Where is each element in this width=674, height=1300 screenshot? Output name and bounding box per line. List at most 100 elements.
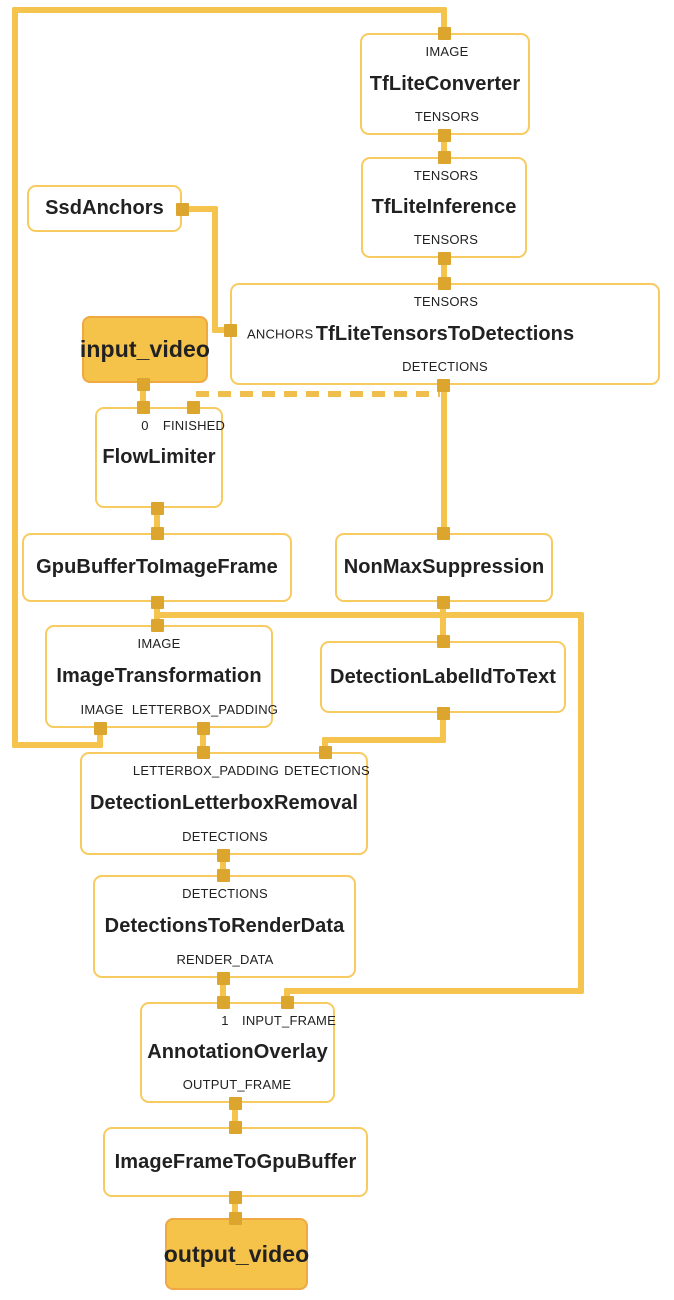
edge-segment-detections-to-flow-limiter-finished xyxy=(196,391,440,397)
port-square xyxy=(437,707,450,720)
port-square xyxy=(137,378,150,391)
node-title: output_video xyxy=(163,1240,310,1267)
port-square xyxy=(187,401,200,414)
edge-segment-image-transformation-to-tflite-converter-loop xyxy=(12,742,103,748)
node-title: TfLiteConverter xyxy=(369,72,521,95)
output-port-label: IMAGE xyxy=(80,702,124,717)
input-port-label: IMAGE xyxy=(137,636,181,651)
port-square xyxy=(151,596,164,609)
edge-segment-label-id-to-text-to-letterbox-removal xyxy=(322,737,446,743)
edge-segment-label-id-to-text-to-letterbox-removal xyxy=(440,713,446,743)
edge-segment-ssd-anchors-to-anchors xyxy=(212,327,232,333)
edge-segment-flow-limiter-to-gpu-buffer xyxy=(154,508,160,535)
port-square xyxy=(437,635,450,648)
port-square xyxy=(151,527,164,540)
port-square xyxy=(438,129,451,142)
port-square xyxy=(224,324,237,337)
input-port-label: TENSORS xyxy=(413,168,479,183)
node-title: ImageTransformation xyxy=(56,665,262,687)
input-port-label: TENSORS xyxy=(413,294,479,309)
edge-segment-non-max-suppression-to-label-id-to-text xyxy=(440,602,446,643)
node-title: DetectionLabelIdToText xyxy=(330,665,556,688)
edge-segment-detections-to-non-max-suppression xyxy=(441,385,447,535)
port-square xyxy=(438,277,451,290)
port-square xyxy=(437,379,450,392)
node-annotation-overlay[interactable]: AnnotationOverlay 1 INPUT_FRAME OUTPUT_FRAM… xyxy=(140,1002,336,1103)
edge-segment-image-transformation-to-tflite-converter-loop xyxy=(12,7,447,13)
edge-segment-gpu-buffer-to-image-transformation-and-annotation-overlay xyxy=(578,612,584,994)
node-title: TfLiteTensorsToDetections xyxy=(315,322,575,345)
edge-segment-image-transformation-to-tflite-converter-loop xyxy=(97,728,103,748)
port-square xyxy=(197,722,210,735)
input-port-label: 1 xyxy=(221,1013,229,1028)
port-square xyxy=(94,722,107,735)
output-port-label: TENSORS xyxy=(413,232,479,247)
port-square xyxy=(151,502,164,515)
input-port-label: INPUT_FRAME xyxy=(242,1013,336,1028)
node-title: AnnotationOverlay xyxy=(147,1041,328,1063)
node-detections-to-render-data[interactable]: DetectionsToRenderData DETECTIONS RENDER_D… xyxy=(93,875,356,978)
node-non-max-suppression[interactable]: NonMaxSuppression xyxy=(335,533,553,602)
edge-segment-gpu-buffer-to-image-transformation-and-annotation-overlay xyxy=(284,988,581,994)
edge-segment-ssd-anchors-to-anchors xyxy=(182,206,218,212)
node-title: GpuBufferToImageFrame xyxy=(36,556,278,578)
edge-segment-image-frame-to-gpu-buffer-to-output-video xyxy=(232,1197,238,1220)
node-ssd-anchors[interactable]: SsdAnchors xyxy=(27,185,182,232)
port-square xyxy=(217,996,230,1009)
edge-segment-render-data-to-annotation-overlay xyxy=(220,978,226,1004)
node-title: ImageFrameToGpuBuffer xyxy=(114,1150,357,1173)
port-square xyxy=(217,972,230,985)
edge-segment-input-video-to-flow-limiter xyxy=(140,384,146,409)
edge-segment-image-transformation-to-tflite-converter-loop xyxy=(12,7,18,748)
port-square xyxy=(197,746,210,759)
node-title: input_video xyxy=(79,336,211,362)
port-square xyxy=(137,401,150,414)
port-square xyxy=(438,27,451,40)
edge-segment-tflite-inference-to-tensors-to-detections xyxy=(441,258,447,285)
node-title: SsdAnchors xyxy=(45,197,164,219)
output-port-label: OUTPUT_FRAME xyxy=(182,1077,292,1092)
port-square xyxy=(229,1097,242,1110)
input-port-label: IMAGE xyxy=(425,44,469,59)
node-title: FlowLimiter xyxy=(102,446,216,468)
node-detection-label-id-to-text[interactable]: DetectionLabelIdToText xyxy=(320,641,566,713)
node-tflite-converter[interactable]: TfLiteConverter IMAGE TENSORS xyxy=(360,33,530,135)
edge-segment-letterbox-padding-to-letterbox-removal xyxy=(200,728,206,754)
edge-segment-gpu-buffer-to-image-transformation-and-annotation-overlay xyxy=(154,612,581,618)
node-title: NonMaxSuppression xyxy=(343,556,545,578)
side-port-label: ANCHORS xyxy=(247,326,314,342)
port-square xyxy=(229,1212,242,1225)
node-gpu-buffer-to-image-frame[interactable]: GpuBufferToImageFrame xyxy=(22,533,292,602)
edge-segment-annotation-overlay-to-image-frame-to-gpu-buffer xyxy=(232,1103,238,1129)
node-image-frame-to-gpu-buffer[interactable]: ImageFrameToGpuBuffer xyxy=(103,1127,368,1197)
output-port-label: TENSORS xyxy=(414,109,480,124)
node-title: DetectionsToRenderData xyxy=(104,915,345,937)
node-input-video[interactable]: input_video xyxy=(79,316,211,383)
port-square xyxy=(217,849,230,862)
port-square xyxy=(319,746,332,759)
port-square xyxy=(438,151,451,164)
port-square xyxy=(437,527,450,540)
port-square xyxy=(437,596,450,609)
input-port-label: FINISHED xyxy=(162,418,226,433)
input-port-label: DETECTIONS xyxy=(284,763,370,778)
port-square xyxy=(151,619,164,632)
output-port-label: DETECTIONS xyxy=(182,829,268,844)
edge-segment-ssd-anchors-to-anchors xyxy=(212,206,218,333)
output-port-label: LETTERBOX_PADDING xyxy=(131,702,279,717)
port-square xyxy=(438,252,451,265)
input-port-label: DETECTIONS xyxy=(182,886,268,901)
port-square xyxy=(176,203,189,216)
edge-segment-letterbox-removal-to-render-data xyxy=(220,855,226,877)
port-square xyxy=(229,1121,242,1134)
edge-segment-tflite-converter-to-tflite-inference xyxy=(441,135,447,159)
node-output-video[interactable]: output_video xyxy=(163,1218,310,1290)
output-port-label: RENDER_DATA xyxy=(176,952,274,967)
node-title: TfLiteInference xyxy=(371,196,517,218)
